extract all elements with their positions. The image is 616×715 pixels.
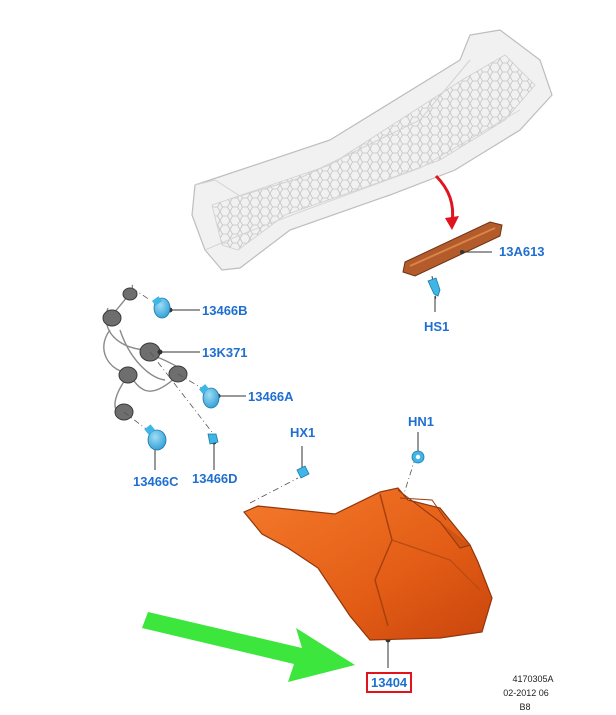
assembly-guide-lines <box>123 287 415 504</box>
label-hx1[interactable]: HX1 <box>290 425 316 440</box>
reference-date: 02-2012 06 <box>503 688 549 698</box>
label-hs1[interactable]: HS1 <box>424 319 450 334</box>
label-13466d[interactable]: 13466D <box>192 471 238 486</box>
screw-hs1 <box>427 275 441 312</box>
label-hn1[interactable]: HN1 <box>408 414 435 429</box>
fastener-hx1 <box>296 465 310 479</box>
label-13466a[interactable]: 13466A <box>248 389 294 404</box>
label-13466c[interactable]: 13466C <box>133 474 179 489</box>
label-13a613[interactable]: 13A613 <box>499 244 545 259</box>
bulb-13466a <box>199 384 220 409</box>
spoiler-housing <box>191 29 553 271</box>
tail-lamp-assembly <box>243 487 493 641</box>
label-13404-highlighted[interactable]: 13404 <box>366 672 413 693</box>
bulb-13466c <box>144 424 167 451</box>
high-mount-lamp <box>402 221 503 277</box>
green-indicator-arrow <box>142 612 355 682</box>
nut-hn1 <box>411 450 425 464</box>
label-13466b[interactable]: 13466B <box>202 303 248 318</box>
reference-code: 4170305A <box>512 674 554 684</box>
bulb-13466d <box>207 433 219 445</box>
reference-revision: B8 <box>519 702 531 712</box>
red-indicator-arrow <box>434 174 459 230</box>
label-13k371[interactable]: 13K371 <box>202 345 248 360</box>
bulb-13466b <box>152 296 171 319</box>
